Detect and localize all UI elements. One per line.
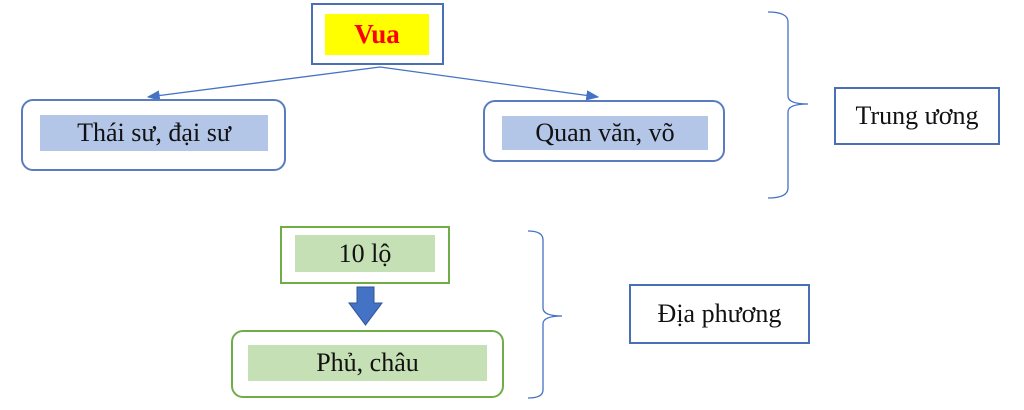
advisors-box: Thái sư, đại sư bbox=[21, 99, 286, 171]
central-level-label: Trung ương bbox=[834, 87, 1000, 145]
local-level-label: Địa phương bbox=[629, 284, 810, 344]
king-box: Vua bbox=[311, 3, 444, 65]
routes-box: 10 lộ bbox=[280, 226, 450, 284]
routes-label: 10 lộ bbox=[295, 235, 435, 272]
districts-label: Phủ, châu bbox=[248, 345, 487, 381]
local-bracket bbox=[527, 230, 563, 399]
king-label: Vua bbox=[325, 14, 429, 55]
arrow-king-to-left bbox=[146, 66, 381, 101]
districts-box: Phủ, châu bbox=[231, 330, 504, 398]
officials-label: Quan văn, võ bbox=[502, 116, 708, 150]
advisors-label: Thái sư, đại sư bbox=[40, 115, 268, 151]
officials-box: Quan văn, võ bbox=[483, 100, 725, 162]
down-arrow bbox=[348, 286, 383, 326]
arrow-king-to-right bbox=[379, 66, 600, 101]
central-bracket bbox=[767, 11, 809, 199]
